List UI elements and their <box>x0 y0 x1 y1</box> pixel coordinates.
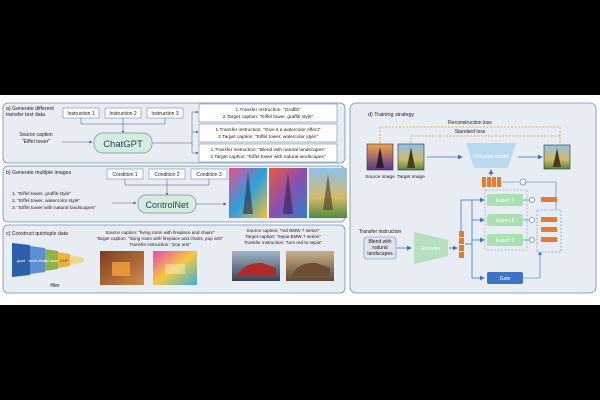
car-source-caption: Source caption: "red BMW 7 series" <box>247 228 320 233</box>
sum-node-top <box>519 178 527 186</box>
panel-c-title: c) Construct quintuple data <box>6 231 68 237</box>
panel-d-title: d) Training strategy <box>368 112 414 118</box>
source-caption-text: "Eiffel tower" <box>22 139 50 145</box>
instr-token-3 <box>459 245 464 251</box>
room-source-caption: Source caption: "living room with firepl… <box>105 230 215 235</box>
funnel-label-4: CLIP <box>60 259 68 263</box>
diffusion-model-block <box>466 143 516 168</box>
target-tower-shape <box>407 147 415 168</box>
funnel-stage-4 <box>58 252 70 268</box>
fireplace-shape <box>112 262 130 276</box>
sepia-car-shape <box>292 262 330 276</box>
funnel-stage-1 <box>12 243 30 277</box>
mult-node-2 <box>529 217 535 223</box>
condition-2-label: Condition 2 <box>154 172 180 178</box>
diffusion-model-label: Diffusion model <box>473 154 509 160</box>
output-3-line2: 2.Target caption: "Eiffel tower with nat… <box>210 154 326 160</box>
standard-loss-path <box>410 135 560 143</box>
funnel-stage-2 <box>30 246 45 274</box>
instruction-text: Blend with natural landscapes <box>367 239 393 257</box>
graffiti-tower-shape <box>243 172 253 214</box>
mult-node-1 <box>529 197 535 203</box>
expert-2-label: Expert 2 <box>496 218 515 224</box>
expert-out-token-2 <box>541 217 557 222</box>
expert-3-label: Expert 3 <box>496 238 515 244</box>
caption-2: 2. "Eiffel tower, watercolor style" <box>12 198 80 204</box>
instruction-1-label: Instruction 1 <box>67 111 94 117</box>
target-image-label: Target image <box>397 174 425 180</box>
condition-3-label: Condition 3 <box>196 172 222 178</box>
context-token-1 <box>482 177 486 187</box>
output-tower-shape <box>553 148 561 167</box>
pop-sofa-shape <box>165 264 185 274</box>
panel-b: b) Generate multiple images Condition 1 … <box>2 165 347 223</box>
caption-1: 1. "Eiffel tower, graffiti style" <box>12 191 71 197</box>
panel-b-title: b) Generate multiple images <box>6 170 72 176</box>
funnel-label-2: aesth-etics <box>29 259 46 263</box>
instr-token-4 <box>459 252 464 258</box>
living-room-target-image <box>153 251 197 285</box>
room-transfer-instruction: Transfer instruction: "pop arts" <box>129 242 191 247</box>
room-target-caption: Target caption: "living room with firepl… <box>97 236 224 241</box>
transfer-instruction-label: Transfer instruction <box>359 229 402 235</box>
car-target-caption: Target caption: "sepia BMW 7 series" <box>245 234 321 239</box>
car-transfer-instruction: Transfer instruction: "turn red to sepia… <box>244 240 323 245</box>
expert-out-token-3 <box>541 227 557 232</box>
expert-2-box <box>487 214 523 226</box>
panel-d: d) Training strategy Reconstruction loss… <box>349 102 597 294</box>
panel-c: c) Construct quintuple data good aesth-e… <box>2 224 346 294</box>
panel-a: a) Generate different transfer text data… <box>2 102 346 164</box>
output-3-line1: 1.Transfer instruction: "Blend with natu… <box>211 147 326 153</box>
instr-token-2 <box>459 238 464 244</box>
funnel-label-1: good <box>17 259 25 263</box>
instruction-3-label: Instruction 3 <box>151 111 178 117</box>
context-token-3 <box>492 177 496 187</box>
condition-1-label: Condition 1 <box>112 172 138 178</box>
source-image-label: Source image <box>365 174 395 180</box>
source-tower-shape <box>376 147 384 168</box>
instruction-2-label: Instruction 2 <box>109 111 136 117</box>
standard-loss-label: Standard loss <box>455 129 486 135</box>
output-2-line2: 2.Target caption: "Eiffel tower, waterco… <box>218 134 318 140</box>
output-1-box <box>198 103 338 123</box>
funnel-tip <box>70 255 84 265</box>
filter-label: filter <box>50 283 60 289</box>
mult-node-3 <box>529 237 535 243</box>
red-car-shape <box>238 262 276 276</box>
expert-1-box <box>487 194 523 206</box>
output-tokens-frame <box>536 209 562 253</box>
caption-3: 3. "Eiffel tower with natural landscapes… <box>12 205 96 211</box>
panel-a-title-line2: transfer text data <box>6 112 45 118</box>
expert-1-label: Expert 1 <box>496 198 515 204</box>
context-token-4 <box>497 177 501 187</box>
context-token-2 <box>487 177 491 187</box>
chatgpt-label: ChatGPT <box>103 139 143 150</box>
source-caption-label: Source caption <box>19 132 53 138</box>
expert-3-box <box>487 234 523 246</box>
encoder-label: Encoder <box>422 246 441 252</box>
gate-label: Gate <box>500 276 511 282</box>
instruction-box <box>363 236 397 260</box>
output-2-box <box>198 123 338 143</box>
reconstruction-loss-label: Reconstruction loss <box>448 120 492 126</box>
reconstruction-loss-path <box>379 126 561 143</box>
instr-token-1 <box>459 231 464 237</box>
instruction-text-wrap: Blend with natural landscapes <box>367 239 393 257</box>
watercolor-tower-shape <box>283 172 293 214</box>
output-1-line1: 1.Transfer instruction: "Graffiti" <box>236 107 301 113</box>
funnel-label-3: clip score <box>44 259 59 263</box>
funnel-stage-3 <box>45 249 58 271</box>
output-1-line2: 2.Target caption: "Eiffel tower, graffit… <box>223 114 314 120</box>
panel-a-title-line1: a) Generate different <box>6 106 54 112</box>
gate-box <box>487 272 523 284</box>
expert-out-token-4 <box>541 237 557 242</box>
output-2-line1: 1.Transfer instruction: "Give it a water… <box>216 127 321 133</box>
output-3-box <box>198 143 338 163</box>
encoder-block <box>414 232 448 264</box>
controlnet-label: ControlNet <box>145 200 189 210</box>
expert-out-token-1 <box>541 197 557 202</box>
landscape-tower-shape <box>323 174 333 210</box>
